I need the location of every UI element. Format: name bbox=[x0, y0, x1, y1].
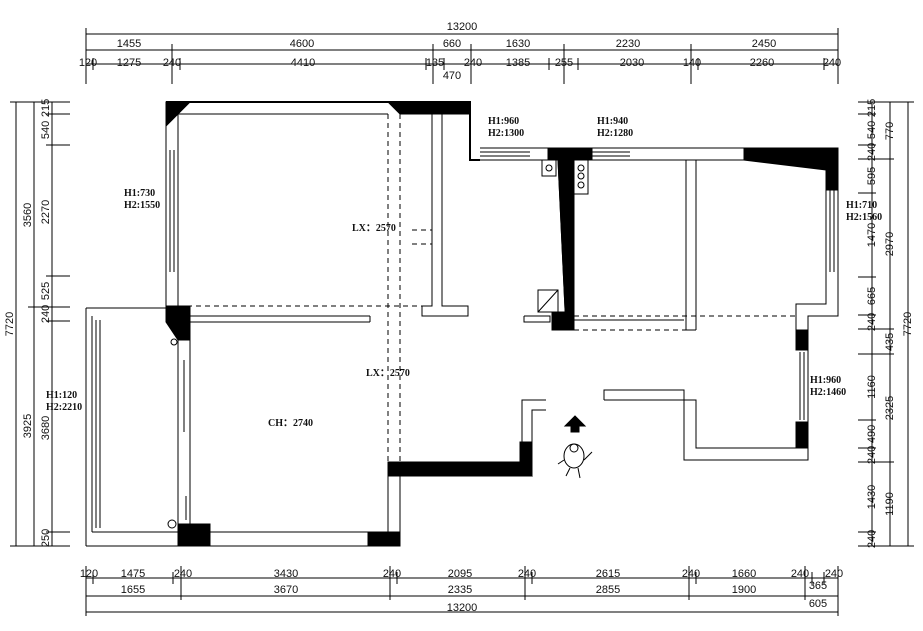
dim-bot-r1-8: 240 bbox=[682, 568, 700, 580]
dim-bot-r1-10: 240 bbox=[791, 568, 809, 580]
dim-bot-extra: 365 bbox=[809, 580, 827, 592]
dim-top-r1-5: 2450 bbox=[752, 38, 776, 50]
dim-left-r2-0: 215 bbox=[40, 99, 52, 117]
dim-right-r2-0: 215 bbox=[866, 99, 878, 117]
win-left-lower-h2: H2:2210 bbox=[46, 402, 82, 413]
top-dimensions: 13200 1455 4600 660 1630 2230 2450 120 1… bbox=[79, 21, 841, 84]
dim-left-r2-4: 240 bbox=[40, 305, 52, 323]
dim-left-r2-3: 525 bbox=[40, 282, 52, 300]
walls bbox=[85, 101, 839, 547]
dim-left-r1-0: 3560 bbox=[22, 203, 34, 227]
dim-bot-r1-3: 3430 bbox=[274, 568, 298, 580]
dim-bot-r2-1: 3670 bbox=[274, 584, 298, 596]
win-right-upper-h1: H1:710 bbox=[846, 200, 877, 211]
dim-bot-overall: 13200 bbox=[447, 602, 478, 614]
dim-top-r2-2: 240 bbox=[163, 57, 181, 69]
dim-top-r2-7: 255 bbox=[555, 57, 573, 69]
dim-right-r1-1: 2970 bbox=[884, 232, 896, 256]
lx-upper-label: LX：2570 bbox=[352, 223, 396, 234]
dim-top-r2-1: 1275 bbox=[117, 57, 141, 69]
dim-left-r1-1: 3925 bbox=[22, 414, 34, 438]
windows-glazing bbox=[95, 150, 835, 528]
dim-right-r1-0: 770 bbox=[884, 122, 896, 140]
dim-right-r2-3: 595 bbox=[866, 167, 878, 185]
dim-top-r2-3: 4410 bbox=[291, 57, 315, 69]
dim-right-r1-3: 2325 bbox=[884, 396, 896, 420]
dim-bot-r1-5: 2095 bbox=[448, 568, 472, 580]
dim-left-r2-6: 250 bbox=[40, 529, 52, 547]
dashed-ceiling-lines bbox=[178, 114, 796, 462]
window-labels: H1:960 H2:1300 H1:940 H2:1280 H1:730 H2:… bbox=[46, 116, 882, 413]
win-top-left-h2: H2:1300 bbox=[488, 128, 524, 139]
dim-bot-r2-4: 1900 bbox=[732, 584, 756, 596]
dim-top-r1-3: 1630 bbox=[506, 38, 530, 50]
dim-bot-r2-3: 2855 bbox=[596, 584, 620, 596]
dim-left-overall: 7720 bbox=[4, 312, 16, 336]
dim-bot-r1-2: 240 bbox=[174, 568, 192, 580]
win-right-lower-h1: H1:960 bbox=[810, 375, 841, 386]
win-right-upper-h2: H2:1560 bbox=[846, 212, 882, 223]
dim-left-r2-1: 540 bbox=[40, 121, 52, 139]
dim-bot-r1-9: 1660 bbox=[732, 568, 756, 580]
dim-top-r2-5: 240 bbox=[464, 57, 482, 69]
dim-bot-extra2: 605 bbox=[809, 598, 827, 610]
win-top-right-h2: H2:1280 bbox=[597, 128, 633, 139]
ceiling-labels: LX：2570 LX：2570 CH：2740 bbox=[268, 223, 410, 429]
win-top-right-h1: H1:940 bbox=[597, 116, 628, 127]
dim-top-r1-4: 2230 bbox=[616, 38, 640, 50]
kitchen-fixtures bbox=[167, 159, 589, 529]
dim-bot-r2-2: 2335 bbox=[448, 584, 472, 596]
dim-right-r2-8: 490 bbox=[866, 425, 878, 443]
person-figure-icon bbox=[557, 443, 593, 479]
dim-bot-r2-0: 1655 bbox=[121, 584, 145, 596]
dim-right-r2-1: 540 bbox=[866, 121, 878, 139]
entrance-arrow-icon bbox=[563, 415, 587, 433]
dim-top-r2-10: 2260 bbox=[750, 57, 774, 69]
bottom-dimensions: 120 1475 240 3430 240 2095 240 2615 240 … bbox=[80, 566, 843, 616]
lx-lower-label: LX：2570 bbox=[366, 368, 410, 379]
dim-top-r2-6: 1385 bbox=[506, 57, 530, 69]
win-left-upper-h2: H2:1550 bbox=[124, 200, 160, 211]
solid-walls bbox=[165, 101, 839, 547]
win-top-left-h1: H1:960 bbox=[488, 116, 519, 127]
dim-left-r2-5: 3680 bbox=[40, 416, 52, 440]
dim-bot-r1-6: 240 bbox=[518, 568, 536, 580]
dim-right-r2-9: 240 bbox=[866, 446, 878, 464]
dim-right-r2-4: 1470 bbox=[866, 223, 878, 247]
right-dimensions: 7720 770 2970 435 2325 1190 215 540 240 … bbox=[858, 99, 914, 548]
dim-right-r2-10: 1430 bbox=[866, 485, 878, 509]
dim-bot-r1-7: 2615 bbox=[596, 568, 620, 580]
dim-top-r2-0: 120 bbox=[79, 57, 97, 69]
dim-bot-r1-4: 240 bbox=[383, 568, 401, 580]
dim-top-r2-4: 135 bbox=[426, 57, 444, 69]
ch-label: CH：2740 bbox=[268, 418, 313, 429]
dim-top-overall: 13200 bbox=[447, 21, 478, 33]
dim-top-r2-11: 240 bbox=[823, 57, 841, 69]
dim-bot-r1-0: 120 bbox=[80, 568, 98, 580]
dim-right-r1-4: 1190 bbox=[884, 492, 896, 516]
dim-top-extra: 470 bbox=[443, 70, 461, 82]
dim-left-r2-2: 2270 bbox=[40, 200, 52, 224]
win-left-lower-h1: H1:120 bbox=[46, 390, 77, 401]
win-left-upper-h1: H1:730 bbox=[124, 188, 155, 199]
dim-top-r1-0: 1455 bbox=[117, 38, 141, 50]
win-right-lower-h2: H2:1460 bbox=[810, 387, 846, 398]
dim-right-r2-7: 1160 bbox=[866, 375, 878, 399]
dim-right-r2-2: 240 bbox=[866, 143, 878, 161]
dim-bot-r1-1: 1475 bbox=[121, 568, 145, 580]
left-dimensions: 7720 3560 3925 215 540 2270 525 240 3680… bbox=[4, 99, 70, 547]
dim-right-r2-5: 665 bbox=[866, 287, 878, 305]
dim-right-r1-2: 435 bbox=[884, 333, 896, 351]
dim-top-r2-9: 140 bbox=[683, 57, 701, 69]
dim-right-r2-11: 240 bbox=[866, 530, 878, 548]
dim-top-r1-2: 660 bbox=[443, 38, 461, 50]
dim-top-r1-1: 4600 bbox=[290, 38, 314, 50]
dim-top-r2-8: 2030 bbox=[620, 57, 644, 69]
dim-right-r2-6: 240 bbox=[866, 313, 878, 331]
dim-right-overall: 7720 bbox=[902, 312, 914, 336]
dim-bot-r1-11: 240 bbox=[825, 568, 843, 580]
